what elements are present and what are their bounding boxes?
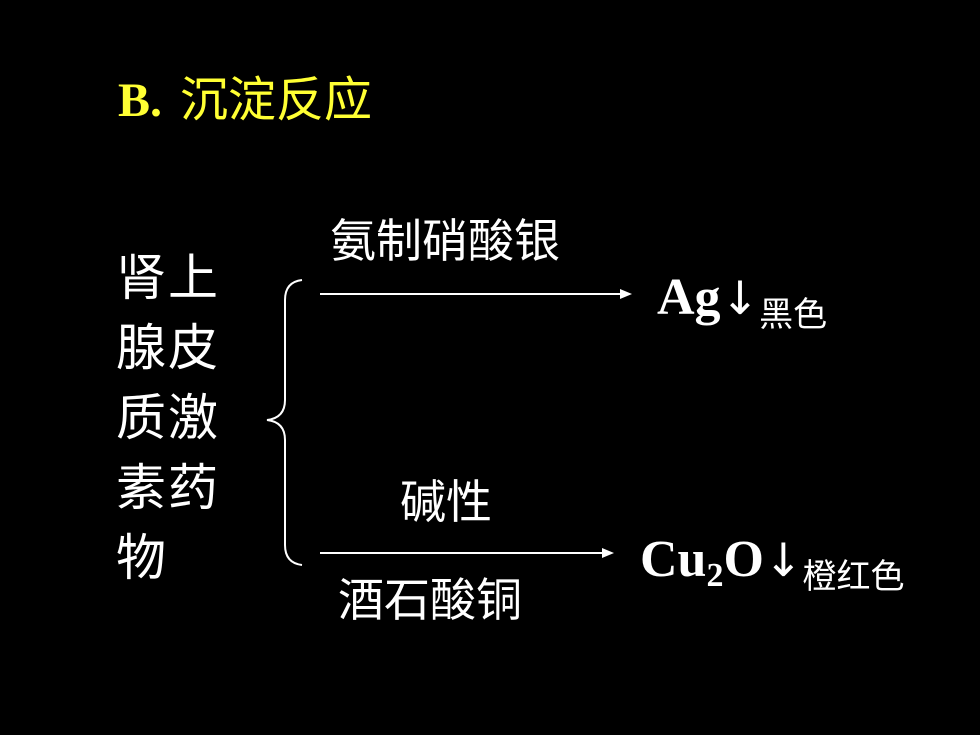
- title-prefix: B.: [118, 74, 163, 127]
- arrow-head-top: [620, 289, 632, 299]
- down-arrow-icon: ↓: [763, 533, 803, 587]
- product-cuprous-oxide: Cu2O↓橙红色: [640, 530, 904, 607]
- reagent-alkaline: 碱性: [400, 475, 492, 529]
- title-text: 沉淀反应: [180, 72, 373, 128]
- subject-line: 质激: [116, 389, 220, 447]
- subject-line: 腺皮: [116, 319, 220, 377]
- reagent-copper-tartrate: 酒石酸铜: [338, 573, 522, 627]
- arrow-head-bottom: [602, 548, 614, 558]
- subject-label: 肾上 腺皮 质激 素药 物: [116, 243, 246, 593]
- subject-line: 素药: [116, 459, 220, 517]
- product-color: 黑色: [759, 295, 828, 335]
- down-arrow-icon: ↓: [720, 271, 760, 325]
- left-brace: [266, 279, 303, 566]
- reagent-ammoniacal-silver-nitrate: 氨制硝酸银: [330, 214, 560, 268]
- subject-line: 物: [116, 529, 168, 587]
- product-formula-tail: O: [723, 531, 764, 588]
- product-silver: Ag↓黑色: [657, 268, 827, 345]
- product-formula: Cu: [640, 531, 707, 588]
- subject-line: 肾上: [116, 249, 220, 307]
- slide-title: B. 沉淀反应: [118, 70, 372, 131]
- product-formula: Ag: [657, 269, 721, 326]
- product-subscript: 2: [706, 557, 724, 594]
- product-color: 橙红色: [802, 557, 905, 597]
